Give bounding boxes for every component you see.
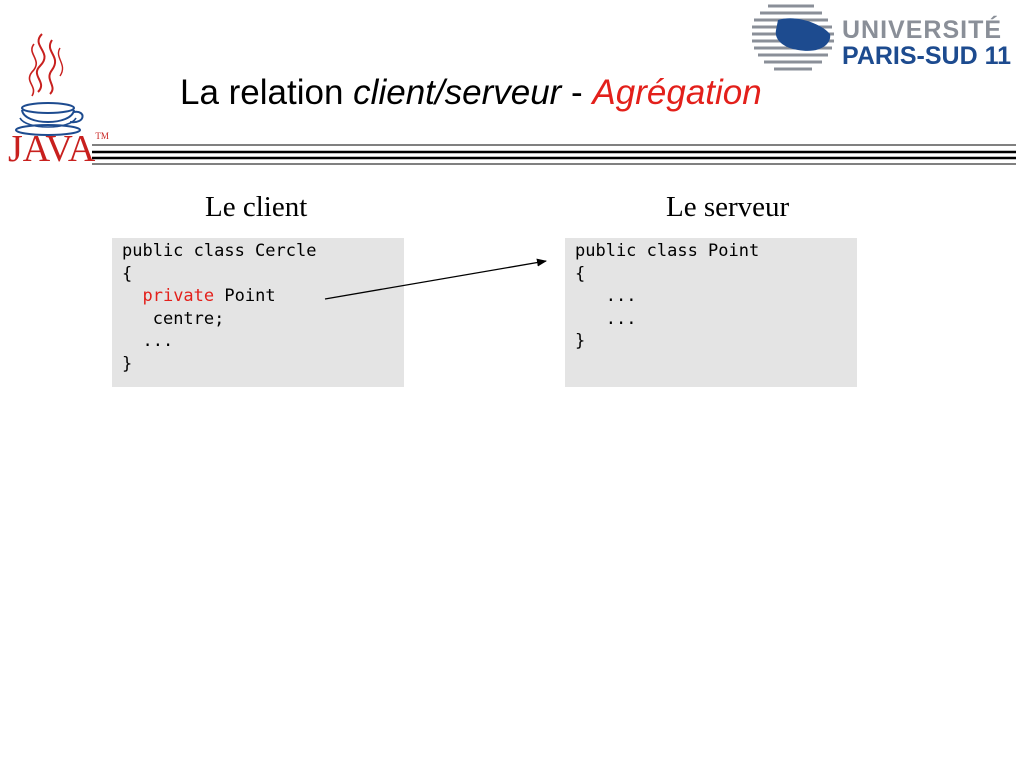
title-italic: client/serveur: [353, 73, 562, 112]
ellipsis: ...: [605, 286, 637, 306]
client-heading: Le client: [205, 191, 308, 223]
code-line: private Point: [122, 285, 394, 308]
client-code-block: public class Cercle { private Point cent…: [112, 238, 404, 387]
title-divider: [92, 144, 1016, 165]
title-accent: Agrégation: [592, 73, 762, 112]
code-line: }: [575, 331, 586, 351]
ellipsis: ...: [142, 331, 174, 351]
java-tm: TM: [95, 131, 109, 141]
point-type: Point: [214, 286, 276, 306]
java-word: JAVA: [8, 128, 96, 170]
centre-field: centre;: [152, 308, 225, 329]
code-line: {: [575, 263, 586, 284]
university-name-line2: PARIS-SUD 11: [842, 42, 1012, 70]
code-line: {: [122, 263, 133, 284]
code-line: ...: [575, 285, 847, 308]
java-coffee-cup-icon: [15, 33, 84, 136]
private-keyword: private: [142, 286, 215, 306]
java-wordmark: JAVATM: [8, 130, 109, 168]
code-line: public class Point: [575, 241, 760, 261]
server-heading: Le serveur: [666, 191, 790, 223]
university-sphere-icon: [752, 4, 834, 71]
code-line: public class Cercle: [122, 241, 317, 261]
page-title: La relation client/serveur - Agrégation: [180, 73, 762, 113]
code-line: ...: [575, 308, 847, 331]
server-code-block: public class Point { ... ... }: [565, 238, 857, 387]
title-prefix: La relation: [180, 73, 354, 112]
code-line: }: [122, 353, 133, 374]
code-line: centre;: [122, 308, 394, 331]
code-line: ...: [122, 330, 394, 353]
ellipsis: ...: [605, 308, 637, 329]
university-name-line1: UNIVERSITÉ: [842, 16, 1003, 44]
title-separator: -: [561, 73, 593, 112]
